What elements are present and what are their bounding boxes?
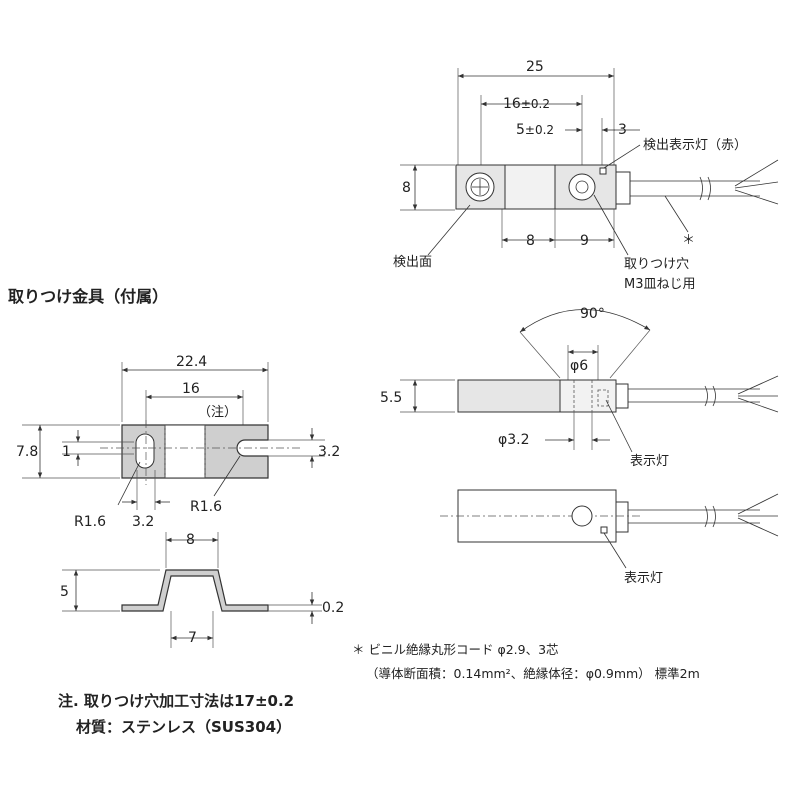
bracket-dim-16: 16: [182, 381, 200, 397]
side-label-indicator: 表示灯: [630, 454, 669, 469]
sensor-label-mount-hole-2: M3皿ねじ用: [624, 277, 696, 292]
bracket-note-ref: （注）: [198, 405, 237, 420]
profile-dim-7: 7: [188, 630, 197, 646]
cable-spec-line-2: （導体断面積：0.14mm²、絶縁体径：φ0.9mm） 標準2m: [366, 666, 700, 681]
bracket-profile-view: 8 5 0.2 7: [60, 532, 344, 648]
sensor-label-mount-hole-1: 取りつけ穴: [624, 257, 689, 272]
note-line-2: 材質：ステンレス（SUS304）: [76, 718, 291, 736]
sensor-dim-8-height: 8: [402, 180, 411, 196]
bracket-dim-r1-6-left: R1.6: [74, 514, 106, 530]
sensor-side-view: 90° φ6 5.5 φ3.2 表示灯: [380, 306, 779, 469]
bracket-dim-3-2-bottom: 3.2: [132, 514, 154, 530]
bracket-title: 取りつけ金具（付属）: [8, 287, 168, 306]
sensor-top-view: 25 16±0.2 5±0.2 3 8: [393, 59, 779, 292]
side-dim-phi6: φ6: [570, 358, 588, 374]
sensor-dim-5: 5±0.2: [516, 122, 554, 138]
sensor-dim-16: 16±0.2: [503, 96, 550, 112]
sensor-label-sensing-face: 検出面: [393, 255, 432, 270]
bracket-dim-3-2-right: 3.2: [318, 444, 340, 460]
bracket-top-view: 22.4 16 （注） 7.8 1 3.2 R1.: [16, 354, 340, 530]
side-dim-phi3-2: φ3.2: [498, 432, 530, 448]
cable-spec-line-1: ＊ ビニル絶縁丸形コード φ2.9、3芯: [352, 642, 559, 657]
side-dim-5-5: 5.5: [380, 390, 402, 406]
note-line-1: 注. 取りつけ穴加工寸法は17±0.2: [58, 692, 294, 710]
sensor-dim-25: 25: [526, 59, 544, 75]
bracket-dim-r1-6-right: R1.6: [190, 499, 222, 515]
sensor-dim-9: 9: [580, 233, 589, 249]
sensor-label-indicator-red: 検出表示灯（赤）: [643, 138, 747, 153]
sensor-bottom-view: 表示灯: [440, 489, 779, 586]
bracket-dim-7-8: 7.8: [16, 444, 38, 460]
bracket-dim-1: 1: [62, 444, 71, 460]
profile-dim-8: 8: [186, 532, 195, 548]
side-angle-90: 90°: [580, 306, 605, 322]
bracket-dim-22-4: 22.4: [176, 354, 207, 370]
bottom-label-indicator: 表示灯: [624, 571, 663, 586]
sensor-dim-8: 8: [526, 233, 535, 249]
profile-dim-5: 5: [60, 584, 69, 600]
profile-dim-0-2: 0.2: [322, 600, 344, 616]
sensor-cable-asterisk: ＊: [682, 233, 695, 248]
